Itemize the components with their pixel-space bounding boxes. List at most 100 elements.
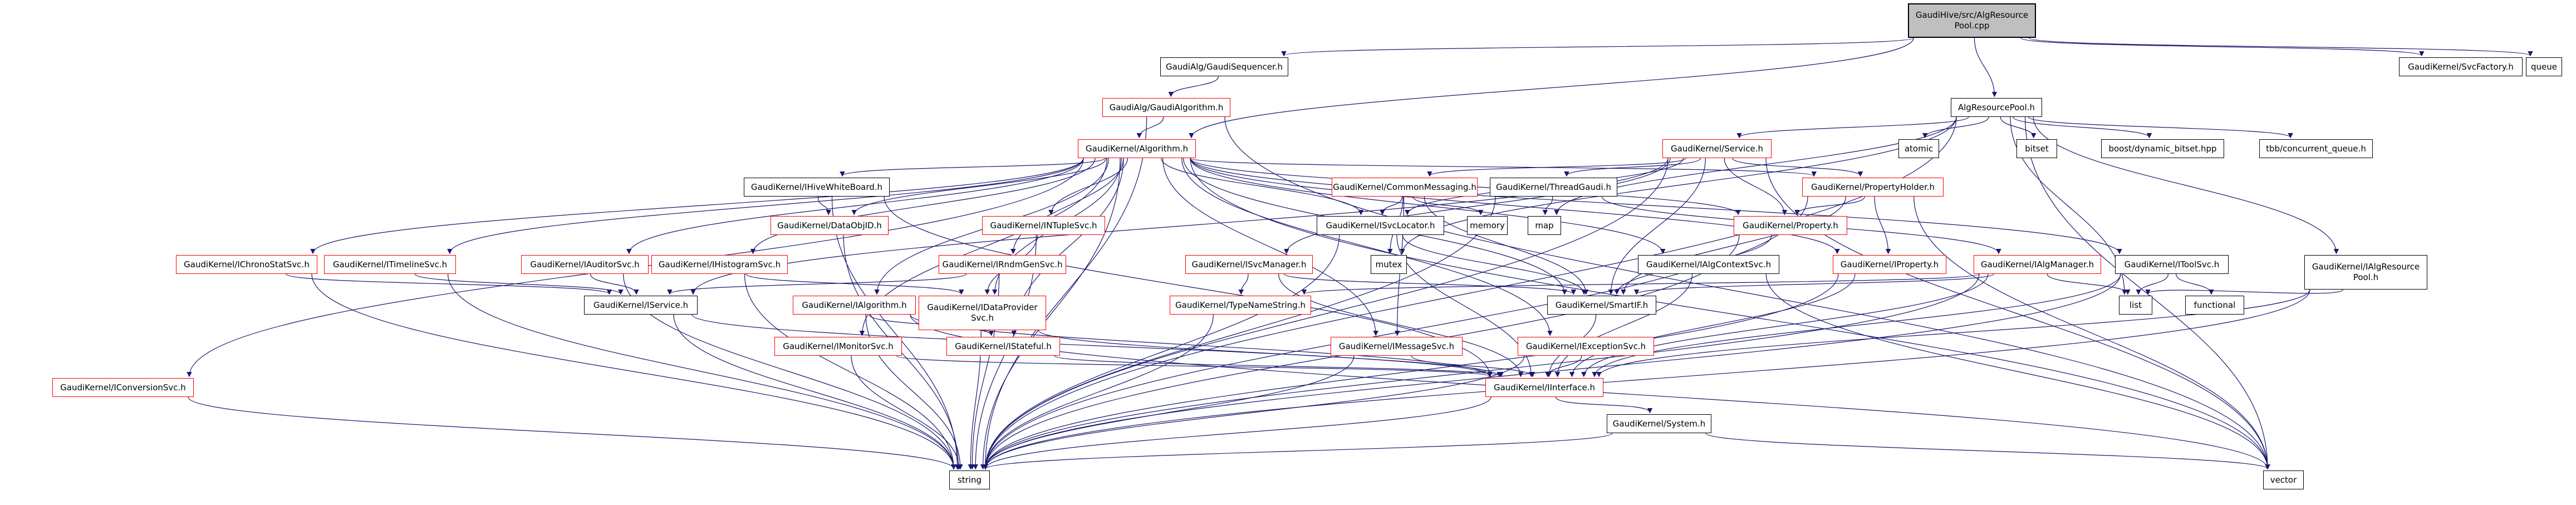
include-edge-iservice-to-iinterface xyxy=(691,314,1493,377)
graph-node-gaudisequencer[interactable]: GaudiAlg/GaudiSequencer.h xyxy=(1160,57,1288,76)
graph-node-isvcmanager[interactable]: GaudiKernel/ISvcManager.h xyxy=(1185,255,1313,274)
include-edge-iauditorsvc-to-iservice xyxy=(590,273,639,295)
graph-node-iinterface[interactable]: GaudiKernel/IInterface.h xyxy=(1485,378,1603,397)
include-edge-itimelinesvc-to-string xyxy=(448,273,956,470)
include-edge-algresourcepool_h-to-tbb xyxy=(2028,116,2293,139)
graph-node-service_h[interactable]: GaudiKernel/Service.h xyxy=(1662,139,1772,158)
graph-node-typenamestring[interactable]: GaudiKernel/TypeNameString.h xyxy=(1170,296,1311,315)
include-edge-ialgresourcepool-to-list xyxy=(2145,289,2343,295)
graph-node-threadgaudi[interactable]: GaudiKernel/ThreadGaudi.h xyxy=(1490,178,1617,197)
graph-node-istateful[interactable]: GaudiKernel/IStateful.h xyxy=(946,337,1060,356)
include-edge-ihivewhiteboard-to-string xyxy=(831,196,960,470)
include-edge-service_h-to-smartif xyxy=(1608,158,1706,295)
include-edge-algorithm_h-to-iauditorsvc xyxy=(626,158,1084,254)
graph-node-algorithm_h[interactable]: GaudiKernel/Algorithm.h xyxy=(1078,139,1196,158)
include-edge-algorithm_h-to-irndmgensvc xyxy=(1010,158,1124,254)
include-edge-service_h-to-threadgaudi xyxy=(1564,158,1701,177)
graph-node-dataobjid[interactable]: GaudiKernel/DataObjID.h xyxy=(771,216,889,235)
include-edge-algorithm_h-to-itimelinesvc xyxy=(447,158,1084,254)
include-edge-threadgaudi-to-string xyxy=(983,196,1496,470)
include-edge-ialgresourcepool-to-iinterface xyxy=(1596,289,2310,377)
graph-node-irndmgensvc[interactable]: GaudiKernel/IRndmGenSvc.h xyxy=(939,255,1066,274)
graph-node-cpp: GaudiHive/src/AlgResource Pool.cpp xyxy=(1908,3,2036,38)
include-edge-ialgmanager-to-smartif xyxy=(1634,273,1994,295)
include-edge-system_h-to-vector xyxy=(1705,433,2270,470)
include-edge-service_h-to-commonmessaging xyxy=(1427,158,1686,177)
include-edge-algresourcepool_h-to-vector xyxy=(2024,116,2270,470)
include-edge-isvclocator-to-string xyxy=(983,234,1340,470)
include-edge-iconversionsvc-to-string xyxy=(188,396,956,470)
include-edge-commonmessaging-to-smartif xyxy=(1424,196,1589,295)
graph-node-imonitorsvc[interactable]: GaudiKernel/IMonitorSvc.h xyxy=(774,337,902,356)
graph-node-ichronostatsvc[interactable]: GaudiKernel/IChronoStatSvc.h xyxy=(176,255,317,274)
include-edge-service_h-to-isvcmanager xyxy=(1284,158,1671,254)
graph-node-vector: vector xyxy=(2263,470,2304,489)
graph-node-algresourcepool_h[interactable]: AlgResourcePool.h xyxy=(1951,98,2042,117)
include-edge-itoolsvc-to-list xyxy=(2136,273,2169,295)
include-edge-propertyholder-to-iproperty xyxy=(1874,196,1891,254)
include-edge-ihistogramsvc-to-string xyxy=(744,273,956,470)
include-edge-algorithm_h-to-ihivewhiteboard xyxy=(840,158,1106,177)
graph-node-ialgcontextsvc[interactable]: GaudiKernel/IAlgContextSvc.h xyxy=(1638,255,1779,274)
include-edge-algresourcepool_h-to-boost xyxy=(2013,116,2152,139)
graph-node-ialgresourcepool[interactable]: GaudiKernel/IAlgResource Pool.h xyxy=(2304,255,2427,290)
include-edge-ialgmanager-to-typenamestring xyxy=(1302,273,1980,295)
include-edge-algorithm_h-to-ichronostatsvc xyxy=(310,158,1084,254)
graph-node-system_h[interactable]: GaudiKernel/System.h xyxy=(1607,414,1711,433)
include-edge-iproperty-to-string xyxy=(983,273,1839,470)
include-edge-service_h-to-propertyholder xyxy=(1732,158,1863,177)
graph-node-property[interactable]: GaudiKernel/Property.h xyxy=(1734,216,1847,235)
graph-node-ihivewhiteboard[interactable]: GaudiKernel/IHiveWhiteBoard.h xyxy=(744,178,890,197)
graph-node-intuplesvc[interactable]: GaudiKernel/INTupleSvc.h xyxy=(982,216,1105,235)
include-edge-threadgaudi-to-map xyxy=(1542,196,1553,215)
graph-node-iauditorsvc[interactable]: GaudiKernel/IAuditorSvc.h xyxy=(521,255,649,274)
graph-node-imessagesvc[interactable]: GaudiKernel/IMessageSvc.h xyxy=(1331,337,1463,356)
include-edge-imonitorsvc-to-string xyxy=(851,355,962,470)
graph-node-itimelinesvc[interactable]: GaudiKernel/ITimelineSvc.h xyxy=(324,255,456,274)
include-edge-iinterface-to-string xyxy=(983,396,1491,470)
graph-node-gaudialgorithm[interactable]: GaudiAlg/GaudiAlgorithm.h xyxy=(1102,98,1230,117)
include-edge-gaudialgorithm-to-string xyxy=(982,116,1147,470)
include-edge-gaudialgorithm-to-algorithm_h xyxy=(1136,116,1164,139)
include-edge-algresourcepool_h-to-bitset xyxy=(2000,116,2037,139)
graph-node-bitset: bitset xyxy=(2016,139,2057,158)
graph-node-isvclocator[interactable]: GaudiKernel/ISvcLocator.h xyxy=(1317,216,1444,235)
graph-node-iproperty[interactable]: GaudiKernel/IProperty.h xyxy=(1833,255,1946,274)
graph-node-propertyholder[interactable]: GaudiKernel/PropertyHolder.h xyxy=(1802,178,1944,197)
include-edge-service_h-to-property xyxy=(1724,158,1788,215)
include-edge-ialgmanager-to-list xyxy=(2047,273,2131,295)
graph-node-iexceptionsvc[interactable]: GaudiKernel/IExceptionSvc.h xyxy=(1518,337,1654,356)
graph-node-iconversionsvc[interactable]: GaudiKernel/IConversionSvc.h xyxy=(52,378,194,397)
include-edge-algorithm_h-to-isvclocator xyxy=(1161,158,1364,215)
include-edge-cpp-to-gaudisequencer xyxy=(1281,37,1914,57)
graph-node-smartif[interactable]: GaudiKernel/SmartIF.h xyxy=(1547,296,1656,315)
include-edge-ialgmanager-to-iinterface xyxy=(1581,273,1989,377)
include-edge-imessagesvc-to-iinterface xyxy=(1411,355,1535,377)
include-edge-algresourcepool_h-to-service_h xyxy=(1736,116,1969,139)
include-edge-system_h-to-string xyxy=(983,433,1613,470)
graph-node-idataprovidersvc[interactable]: GaudiKernel/IDataProvider Svc.h xyxy=(919,296,1046,330)
graph-node-commonmessaging[interactable]: GaudiKernel/CommonMessaging.h xyxy=(1332,178,1478,197)
include-edge-cpp-to-queue xyxy=(2029,37,2533,57)
include-edge-ialgresourcepool-to-string xyxy=(983,289,2310,470)
graph-node-boost: boost/dynamic_bitset.hpp xyxy=(2101,139,2224,158)
graph-node-functional: functional xyxy=(2185,296,2244,315)
graph-node-ialgmanager[interactable]: GaudiKernel/IAlgManager.h xyxy=(1974,255,2101,274)
graph-node-string: string xyxy=(949,470,990,489)
include-edge-typenamestring-to-string xyxy=(983,314,1214,470)
graph-node-mutex: mutex xyxy=(1371,255,1407,274)
graph-node-queue: queue xyxy=(2526,57,2562,76)
include-edge-propertyholder-to-smartif xyxy=(1621,196,1846,295)
include-edge-cpp-to-svcfactory xyxy=(2020,37,2425,57)
include-edge-itoolsvc-to-string xyxy=(983,273,2121,470)
graph-node-itoolsvc[interactable]: GaudiKernel/IToolSvc.h xyxy=(2115,255,2229,274)
graph-node-ialgorithm[interactable]: GaudiKernel/IAlgorithm.h xyxy=(793,296,916,315)
graph-node-ihistogramsvc[interactable]: GaudiKernel/IHistogramSvc.h xyxy=(651,255,788,274)
include-edge-algorithm_h-to-itoolsvc xyxy=(1190,158,2122,254)
graph-node-svcfactory[interactable]: GaudiKernel/SvcFactory.h xyxy=(2399,57,2523,76)
graph-node-iservice[interactable]: GaudiKernel/IService.h xyxy=(584,296,698,315)
include-edge-iexceptionsvc-to-iinterface xyxy=(1545,355,1582,377)
include-edge-iinterface-to-system_h xyxy=(1556,396,1653,414)
include-edge-algresourcepool_h-to-atomic xyxy=(1922,116,1989,139)
